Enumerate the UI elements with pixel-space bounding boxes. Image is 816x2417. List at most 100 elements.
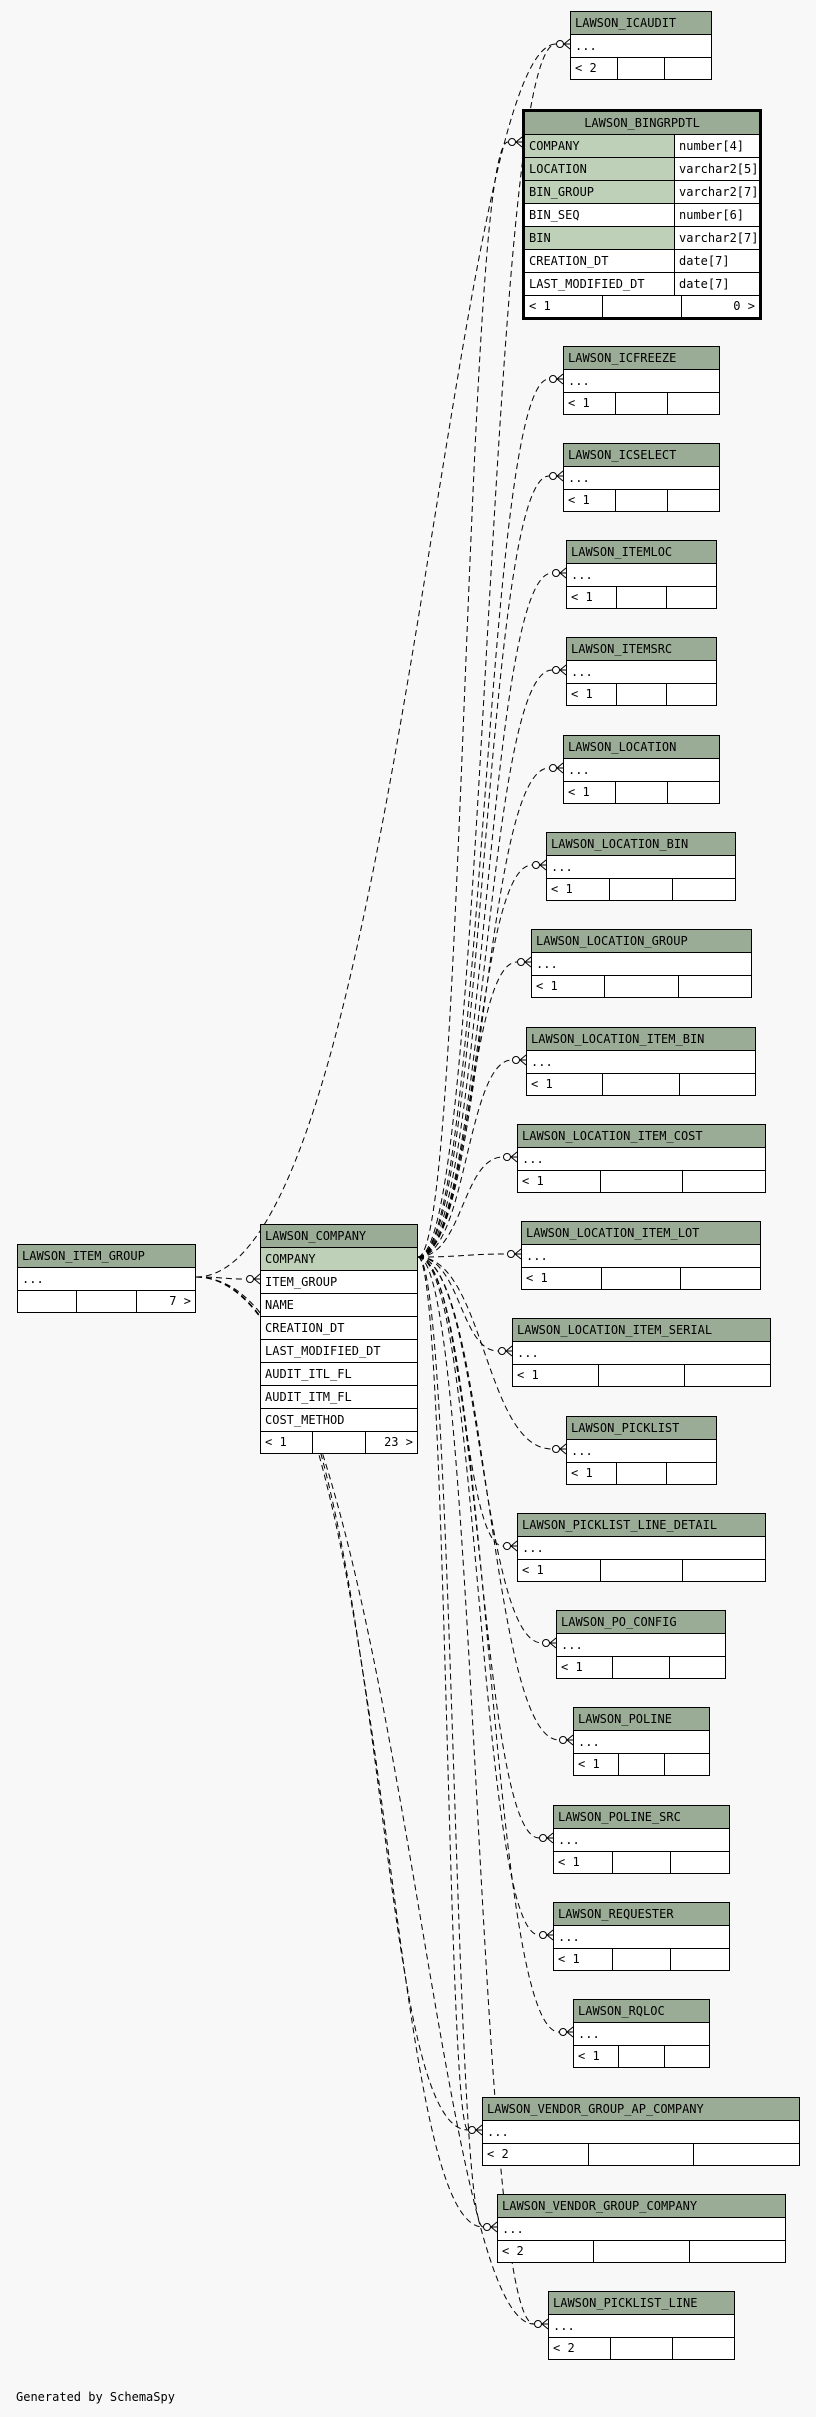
column-row[interactable]: ...: [554, 1829, 729, 1852]
column-row[interactable]: ...: [522, 1245, 760, 1268]
table-title[interactable]: LAWSON_LOCATION: [564, 736, 719, 759]
table-title[interactable]: LAWSON_POLINE_SRC: [554, 1806, 729, 1829]
column-row[interactable]: ...: [567, 661, 716, 684]
table-title[interactable]: LAWSON_POLINE: [574, 1708, 709, 1731]
table-title[interactable]: LAWSON_LOCATION_BIN: [547, 833, 735, 856]
table-lawson-icfreeze[interactable]: LAWSON_ICFREEZE ... < 1: [563, 346, 720, 415]
table-title[interactable]: LAWSON_PICKLIST: [567, 1417, 716, 1440]
column-row[interactable]: ITEM_GROUP: [261, 1271, 417, 1294]
table-title[interactable]: LAWSON_LOCATION_ITEM_COST: [518, 1125, 765, 1148]
table-title[interactable]: LAWSON_ITEMSRC: [567, 638, 716, 661]
table-lawson-company[interactable]: LAWSON_COMPANY COMPANY ITEM_GROUP NAME C…: [260, 1224, 418, 1454]
column-row[interactable]: ...: [574, 2023, 709, 2046]
table-title[interactable]: LAWSON_LOCATION_GROUP: [532, 930, 751, 953]
edge-company-location_item_lot-crowfoot: [514, 1248, 522, 1260]
table-lawson-picklist-line[interactable]: LAWSON_PICKLIST_LINE ... < 2: [548, 2291, 735, 2360]
table-lawson-vendor-group-company[interactable]: LAWSON_VENDOR_GROUP_COMPANY ... < 2: [497, 2194, 786, 2263]
column-row[interactable]: ...: [564, 759, 719, 782]
table-footer: < 1 0 >: [525, 296, 759, 317]
table-lawson-location[interactable]: LAWSON_LOCATION ... < 1: [563, 735, 720, 804]
edge-company-rqloc: [417, 1256, 560, 2033]
column-row[interactable]: COMPANY: [261, 1248, 417, 1271]
column-row[interactable]: AUDIT_ITM_FL: [261, 1386, 417, 1409]
table-lawson-itemsrc[interactable]: LAWSON_ITEMSRC ... < 1: [566, 637, 717, 706]
edge-company-location_group-optional-marker: [517, 958, 525, 966]
table-lawson-poline[interactable]: LAWSON_POLINE ... < 1: [573, 1707, 710, 1776]
table-title[interactable]: LAWSON_VENDOR_GROUP_COMPANY: [498, 2195, 785, 2218]
table-lawson-location-item-bin[interactable]: LAWSON_LOCATION_ITEM_BIN ... < 1: [526, 1027, 756, 1096]
table-footer: 7 >: [18, 1291, 195, 1312]
edge-company-icfreeze-crowfoot: [556, 373, 564, 385]
column-row[interactable]: ...: [483, 2121, 799, 2144]
table-title[interactable]: LAWSON_COMPANY: [261, 1225, 417, 1248]
table-lawson-location-item-lot[interactable]: LAWSON_LOCATION_ITEM_LOT ... < 1: [521, 1221, 761, 1290]
table-lawson-rqloc[interactable]: LAWSON_RQLOC ... < 1: [573, 1999, 710, 2068]
table-title[interactable]: LAWSON_BINGRPDTL: [525, 112, 759, 135]
table-lawson-requester[interactable]: LAWSON_REQUESTER ... < 1: [553, 1902, 730, 1971]
table-lawson-icselect[interactable]: LAWSON_ICSELECT ... < 1: [563, 443, 720, 512]
table-footer: < 1: [527, 1074, 755, 1095]
column-row[interactable]: ...: [564, 467, 719, 490]
table-lawson-icaudit[interactable]: LAWSON_ICAUDIT ... < 2: [570, 11, 712, 80]
table-title[interactable]: LAWSON_REQUESTER: [554, 1903, 729, 1926]
edge-company-vendor_group_ap_company: [417, 1256, 469, 2131]
table-title[interactable]: LAWSON_ITEM_GROUP: [18, 1245, 195, 1268]
column-row[interactable]: NAME: [261, 1294, 417, 1317]
table-footer: < 1: [513, 1365, 770, 1386]
table-title[interactable]: LAWSON_ICSELECT: [564, 444, 719, 467]
column-row[interactable]: ...: [527, 1051, 755, 1074]
column-row[interactable]: ...: [574, 1731, 709, 1754]
column-row[interactable]: ...: [567, 564, 716, 587]
column-row[interactable]: AUDIT_ITL_FL: [261, 1363, 417, 1386]
table-title[interactable]: LAWSON_ICFREEZE: [564, 347, 719, 370]
column-row[interactable]: ...: [518, 1148, 765, 1171]
table-title[interactable]: LAWSON_ICAUDIT: [571, 12, 711, 35]
column-row[interactable]: ...: [518, 1537, 765, 1560]
table-lawson-location-item-cost[interactable]: LAWSON_LOCATION_ITEM_COST ... < 1: [517, 1124, 766, 1193]
table-footer: < 1: [532, 976, 751, 997]
column-row[interactable]: ...: [557, 1634, 725, 1657]
table-title[interactable]: LAWSON_PICKLIST_LINE: [549, 2292, 734, 2315]
table-title[interactable]: LAWSON_LOCATION_ITEM_SERIAL: [513, 1319, 770, 1342]
column-row[interactable]: ...: [18, 1268, 195, 1291]
table-title[interactable]: LAWSON_RQLOC: [574, 2000, 709, 2023]
column-row[interactable]: ...: [571, 35, 711, 58]
column-row[interactable]: LAST_MODIFIED_DT: [261, 1340, 417, 1363]
table-lawson-poline-src[interactable]: LAWSON_POLINE_SRC ... < 1: [553, 1805, 730, 1874]
table-lawson-location-group[interactable]: LAWSON_LOCATION_GROUP ... < 1: [531, 929, 752, 998]
table-title[interactable]: LAWSON_LOCATION_ITEM_LOT: [522, 1222, 760, 1245]
edge-company-location_item_bin-optional-marker: [512, 1056, 520, 1064]
table-lawson-po-config[interactable]: LAWSON_PO_CONFIG ... < 1: [556, 1610, 726, 1679]
table-title[interactable]: LAWSON_LOCATION_ITEM_BIN: [527, 1028, 755, 1051]
table-lawson-location-item-serial[interactable]: LAWSON_LOCATION_ITEM_SERIAL ... < 1: [512, 1318, 771, 1387]
table-lawson-location-bin[interactable]: LAWSON_LOCATION_BIN ... < 1: [546, 832, 736, 901]
table-title[interactable]: LAWSON_VENDOR_GROUP_AP_COMPANY: [483, 2098, 799, 2121]
column-row[interactable]: ...: [513, 1342, 770, 1365]
table-lawson-vendor-group-ap-company[interactable]: LAWSON_VENDOR_GROUP_AP_COMPANY ... < 2: [482, 2097, 800, 2166]
column-row[interactable]: ...: [498, 2218, 785, 2241]
table-title[interactable]: LAWSON_ITEMLOC: [567, 541, 716, 564]
table-lawson-picklist[interactable]: LAWSON_PICKLIST ... < 1: [566, 1416, 717, 1485]
column-row[interactable]: ...: [567, 1440, 716, 1463]
column-row[interactable]: ...: [549, 2315, 734, 2338]
column-row[interactable]: ...: [547, 856, 735, 879]
table-lawson-item-group[interactable]: LAWSON_ITEM_GROUP ... 7 >: [17, 1244, 196, 1313]
table-lawson-picklist-line-detail[interactable]: LAWSON_PICKLIST_LINE_DETAIL ... < 1: [517, 1513, 766, 1582]
column-row[interactable]: CREATION_DT: [261, 1317, 417, 1340]
column-row[interactable]: ...: [564, 370, 719, 393]
column-row[interactable]: ...: [554, 1926, 729, 1949]
table-title[interactable]: LAWSON_PICKLIST_LINE_DETAIL: [518, 1514, 765, 1537]
table-footer: < 2: [549, 2338, 734, 2359]
column-row[interactable]: ...: [532, 953, 751, 976]
table-title[interactable]: LAWSON_PO_CONFIG: [557, 1611, 725, 1634]
table-lawson-itemloc[interactable]: LAWSON_ITEMLOC ... < 1: [566, 540, 717, 609]
column-row[interactable]: COST_METHOD: [261, 1409, 417, 1432]
